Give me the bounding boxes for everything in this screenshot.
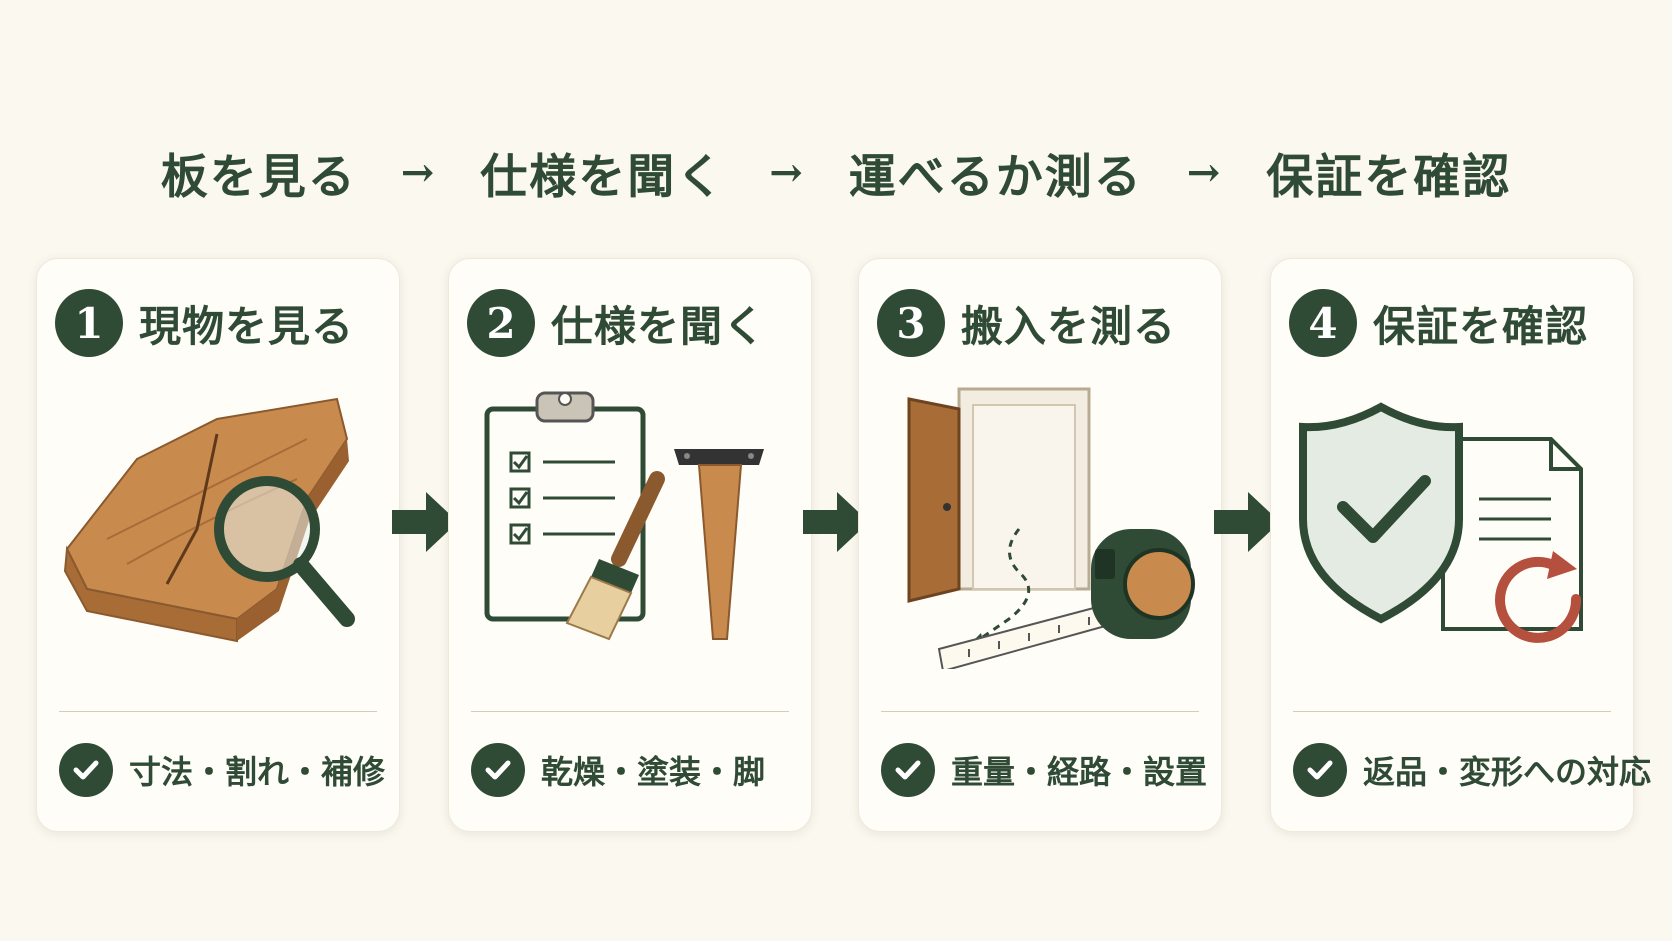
flow-step-1: 板を見る xyxy=(160,150,357,205)
card-header: 3 搬入を測る xyxy=(877,289,1176,357)
step-number-badge: 4 xyxy=(1289,289,1357,357)
check-text: 返品・変形への対応 xyxy=(1363,753,1652,791)
wood-slab-magnifier-icon xyxy=(63,397,355,643)
door-tape-measure-icon xyxy=(907,387,1195,669)
step-card-3: 3 搬入を測る 重量・経路・設置 xyxy=(858,258,1222,832)
clipboard-brush-leg-icon xyxy=(484,391,764,641)
card-divider xyxy=(59,711,377,712)
card-divider xyxy=(1293,711,1611,712)
flow-arrow-1: → xyxy=(400,149,437,196)
flow-arrow-3: → xyxy=(1186,149,1223,196)
check-text: 乾燥・塗装・脚 xyxy=(541,753,766,791)
step-number-badge: 3 xyxy=(877,289,945,357)
step-arrow-1-icon xyxy=(392,492,458,552)
check-text: 寸法・割れ・補修 xyxy=(129,753,386,791)
check-icon xyxy=(881,743,935,797)
card-checklist: 重量・経路・設置 xyxy=(881,743,1207,797)
shield-document-icon xyxy=(1299,402,1583,643)
check-icon xyxy=(471,743,525,797)
check-text: 重量・経路・設置 xyxy=(951,753,1208,791)
card-title: 現物を見る xyxy=(139,301,355,351)
flow-step-3: 運べるか測る xyxy=(848,150,1143,205)
step-card-2: 2 仕様を聞く 乾燥・塗装・脚 xyxy=(448,258,812,832)
card-header: 4 保証を確認 xyxy=(1289,289,1588,357)
step-arrow-2-icon xyxy=(803,492,869,552)
step-card-4: 4 保証を確認 返品・変形への対応 xyxy=(1270,258,1651,832)
card-checklist: 寸法・割れ・補修 xyxy=(59,743,385,797)
step-number-badge: 1 xyxy=(55,289,123,357)
card-title: 搬入を測る xyxy=(961,301,1177,351)
card-title: 保証を確認 xyxy=(1373,301,1589,351)
step-number-badge: 2 xyxy=(467,289,535,357)
check-icon xyxy=(59,743,113,797)
check-icon xyxy=(1293,743,1347,797)
card-header: 2 仕様を聞く xyxy=(467,289,766,357)
flow-title: 板を見る → 仕様を聞く → 運べるか測る → 保証を確認 xyxy=(0,138,1672,207)
card-divider xyxy=(881,711,1199,712)
card-header: 1 現物を見る xyxy=(55,289,354,357)
step-arrow-3-icon xyxy=(1214,492,1280,552)
step-card-1: 1 現物を見る 寸法・割れ・補修 xyxy=(36,258,400,832)
flow-arrow-2: → xyxy=(769,149,805,196)
flow-step-4: 保証を確認 xyxy=(1266,150,1512,205)
card-divider xyxy=(471,711,789,712)
card-title: 仕様を聞く xyxy=(551,301,767,351)
card-checklist: 乾燥・塗装・脚 xyxy=(471,743,765,797)
card-checklist: 返品・変形への対応 xyxy=(1293,743,1651,797)
flow-step-2: 仕様を聞く xyxy=(480,150,726,205)
